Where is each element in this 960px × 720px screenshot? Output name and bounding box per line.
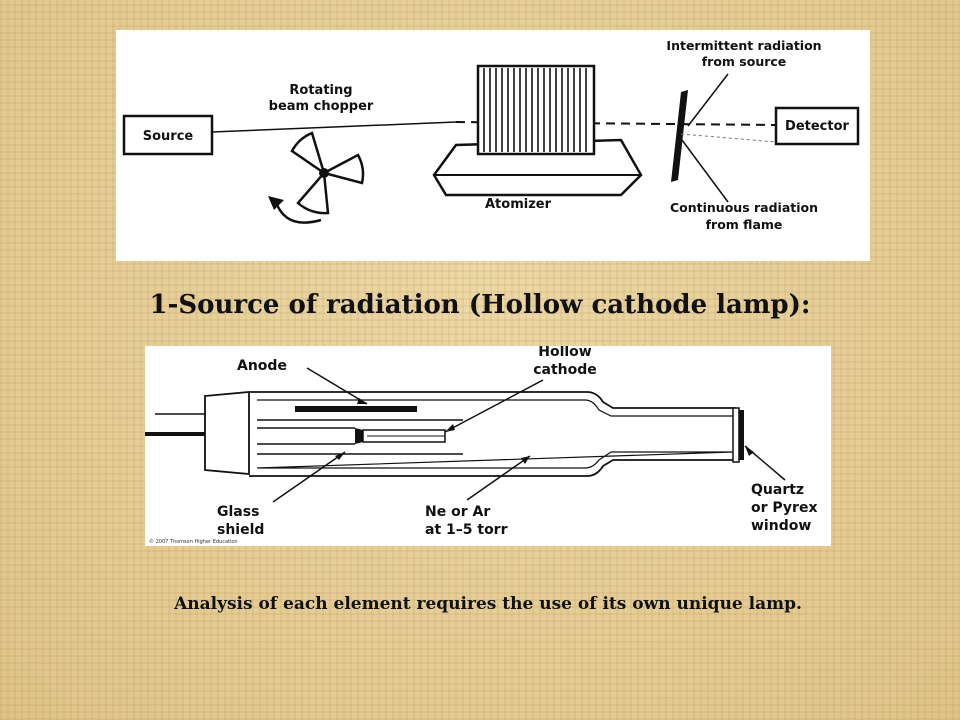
- section-heading: 1-Source of radiation (Hollow cathode la…: [149, 290, 811, 320]
- intermittent-pointer: [687, 73, 729, 127]
- rotation-arrow: [274, 201, 322, 224]
- hollow-cathode-label-line2: cathode: [533, 362, 597, 378]
- anode-pointer-head: [357, 398, 367, 404]
- detector-box: [774, 106, 860, 146]
- beam-line: [211, 121, 457, 133]
- intermittent-label-line2: from source: [702, 54, 787, 69]
- lamp-diagram-svg: Anode Hollow cathode Glass shield Ne or …: [145, 346, 817, 545]
- continuous-pointer: [681, 139, 729, 203]
- aas-diagram-svg: Source Rotating beam chopper: [122, 38, 860, 232]
- continuous-label-line2: from flame: [706, 217, 783, 232]
- slit-plate: [671, 90, 688, 182]
- anode-pointer: [306, 367, 368, 405]
- source-label: Source: [143, 129, 194, 144]
- window-label-line1: Quartz: [751, 482, 804, 498]
- glass-envelope-inner: [256, 399, 734, 469]
- continuous-ray: [680, 133, 777, 143]
- chopper-label-line2: beam chopper: [269, 99, 374, 114]
- hollow-cathode-pointer: [444, 379, 544, 433]
- detector-label: Detector: [785, 119, 849, 134]
- rotation-arrow-head: [268, 196, 284, 210]
- glass-shield-pointer-head: [335, 452, 345, 460]
- glass-shield-label-line2: shield: [217, 522, 264, 538]
- hollow-cathode-label-line1: Hollow: [538, 346, 592, 360]
- atomizer-label: Atomizer: [485, 197, 552, 212]
- glass-envelope-outer: [249, 391, 736, 477]
- continuous-label-line1: Continuous radiation: [670, 200, 818, 215]
- gas-label-line1: Ne or Ar: [425, 504, 490, 520]
- window-label-line3: window: [751, 518, 811, 534]
- gas-label-line2: at 1–5 torr: [425, 522, 508, 538]
- rotating-chopper: [290, 131, 365, 215]
- footnote-text: Analysis of each element requires the us…: [174, 594, 802, 614]
- hollow-cathode-pointer-head: [445, 424, 455, 432]
- window-plate: [739, 410, 744, 460]
- source-box: [122, 114, 214, 156]
- gas-pointer-head: [521, 456, 530, 464]
- window-rim: [732, 407, 740, 463]
- window-label-line2: or Pyrex: [751, 500, 817, 516]
- hollow-cathode-lamp-diagram: Anode Hollow cathode Glass shield Ne or …: [145, 346, 831, 546]
- gas-pointer: [466, 455, 531, 501]
- chopper-label-line1: Rotating: [289, 83, 352, 98]
- lamp-base-cap: [204, 391, 250, 475]
- cathode-cup-base: [355, 428, 363, 444]
- window-pointer-head: [745, 446, 754, 456]
- anode-label: Anode: [237, 358, 287, 374]
- intermittent-label-line1: Intermittent radiation: [666, 38, 821, 53]
- copyright-text: © 2007 Thomson Higher Education: [149, 538, 238, 545]
- atomizer-burner: [432, 64, 643, 197]
- aas-instrument-diagram: Source Rotating beam chopper: [116, 30, 870, 261]
- anode-rod: [295, 406, 417, 412]
- glass-shield-label-line1: Glass: [217, 504, 259, 520]
- glass-shield-pointer: [272, 451, 346, 503]
